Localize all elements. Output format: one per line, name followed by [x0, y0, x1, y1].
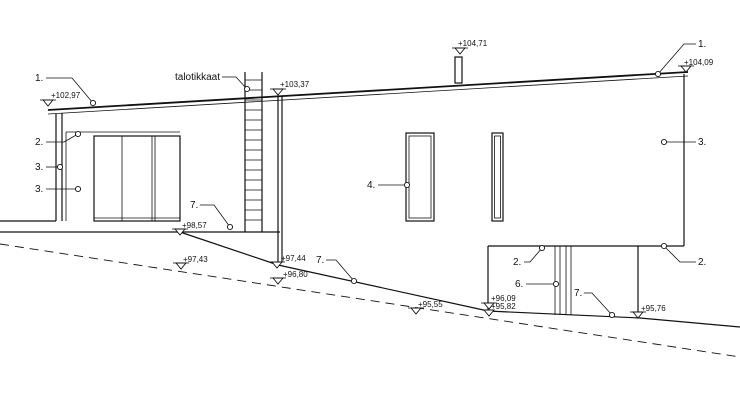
- callout-ground-terrace: 7.: [190, 200, 198, 211]
- narrow-window-inner: [494, 135, 501, 219]
- leader-ground-right: [584, 292, 613, 316]
- leader-dot-ground-terrace: [226, 223, 234, 231]
- leader-dot-cladding-left-2: [74, 185, 82, 193]
- leader-dot-ground-right: [608, 311, 616, 319]
- level-marker-door-lower: [483, 309, 495, 317]
- callout-ground-right: 7.: [574, 288, 582, 299]
- ladder-rungs: [245, 79, 262, 221]
- elevation-labels: +104,71 +104,09 +103,37 +102,97 +98,57 +…: [51, 39, 714, 313]
- leader-dot-roof-left: [89, 99, 97, 107]
- elevation-ground-left: +97,43: [183, 255, 208, 264]
- roof-underside-line: [47, 75, 689, 115]
- level-marker-roof-mid: [272, 88, 284, 96]
- elevation-roof-mid: +103,37: [280, 80, 310, 89]
- leaders: [46, 43, 696, 319]
- elevation-terrace: +98,57: [182, 221, 207, 230]
- elevation-roof-right: +104,09: [684, 58, 714, 67]
- leader-ladder: [222, 76, 248, 90]
- callout-roof-left: 1.: [35, 73, 43, 84]
- leader-dot-roof-right: [654, 70, 662, 78]
- level-markers: [40, 47, 694, 319]
- leader-dot-downpipe-mid: [538, 244, 546, 252]
- elevation-ground-mid-lower: +96,80: [283, 270, 308, 279]
- elevation-ridge-top: +104,71: [458, 39, 488, 48]
- callout-cladding-left-1: 3.: [35, 162, 43, 173]
- callout-labels: 1. 1. talotikkaat 2. 3. 3. 3. 4. 7. 7. 2…: [35, 39, 706, 299]
- callout-ground-slope: 7.: [316, 255, 324, 266]
- ground-far-right-line: [639, 317, 740, 328]
- callout-cladding-right: 3.: [698, 137, 706, 148]
- leader-downpipe-right: [663, 245, 696, 263]
- narrow-window-outer: [491, 132, 504, 222]
- leader-ground-slope: [326, 259, 355, 282]
- elevation-door-upper: +96,09: [491, 294, 516, 303]
- ground-right-line: [487, 310, 641, 319]
- leader-downpipe-mid: [524, 247, 543, 263]
- tall-window-inner: [408, 135, 432, 219]
- leader-roof-left: [46, 77, 94, 104]
- leader-dot-downpipe-right: [660, 242, 668, 250]
- glazed-wall-frame: [93, 135, 181, 222]
- note-roof-ladder: talotikkaat: [175, 72, 220, 83]
- callout-roof-right: 1.: [698, 39, 706, 50]
- leader-dot-window: [403, 181, 411, 189]
- level-marker-roof-left: [42, 99, 54, 107]
- existing-ground-dashed-line: [0, 243, 740, 358]
- tall-window-outer: [405, 132, 435, 222]
- elevation-ground-low: +95,55: [418, 300, 443, 309]
- leader-dot-ground-slope: [350, 277, 358, 285]
- level-marker-ridge: [454, 47, 466, 55]
- leader-downpipe-left: [46, 133, 79, 143]
- elevation-ground-right: +95,76: [641, 304, 666, 313]
- slope-line-lower: [277, 264, 489, 312]
- callout-downpipe-left: 2.: [35, 137, 43, 148]
- leader-dot-ladder: [243, 85, 251, 93]
- callout-downpipe-mid: 2.: [513, 257, 521, 268]
- leader-dot-cladding-right: [660, 138, 668, 146]
- callout-cladding-left-2: 3.: [35, 184, 43, 195]
- ground-lines: [0, 220, 740, 358]
- elevation-roof-left: +102,97: [51, 91, 81, 100]
- elevation-ground-mid-upper: +97,44: [281, 254, 306, 263]
- roof-line: [47, 71, 689, 111]
- leader-dot-door: [552, 280, 560, 288]
- building-outline: [47, 56, 689, 318]
- chimney: [454, 56, 463, 84]
- leader-dot-cladding-left-1: [56, 163, 64, 171]
- callout-door: 6.: [515, 279, 523, 290]
- level-marker-ground-mid-lower: [272, 277, 284, 285]
- leader-dot-downpipe-left: [74, 130, 82, 138]
- callout-downpipe-right: 2.: [698, 257, 706, 268]
- leader-roof-right: [657, 43, 696, 75]
- callout-window: 4.: [367, 180, 375, 191]
- elevation-door-lower: +95,82: [491, 302, 516, 311]
- leader-ground-terrace: [200, 204, 231, 228]
- slope-line-upper: [179, 231, 279, 266]
